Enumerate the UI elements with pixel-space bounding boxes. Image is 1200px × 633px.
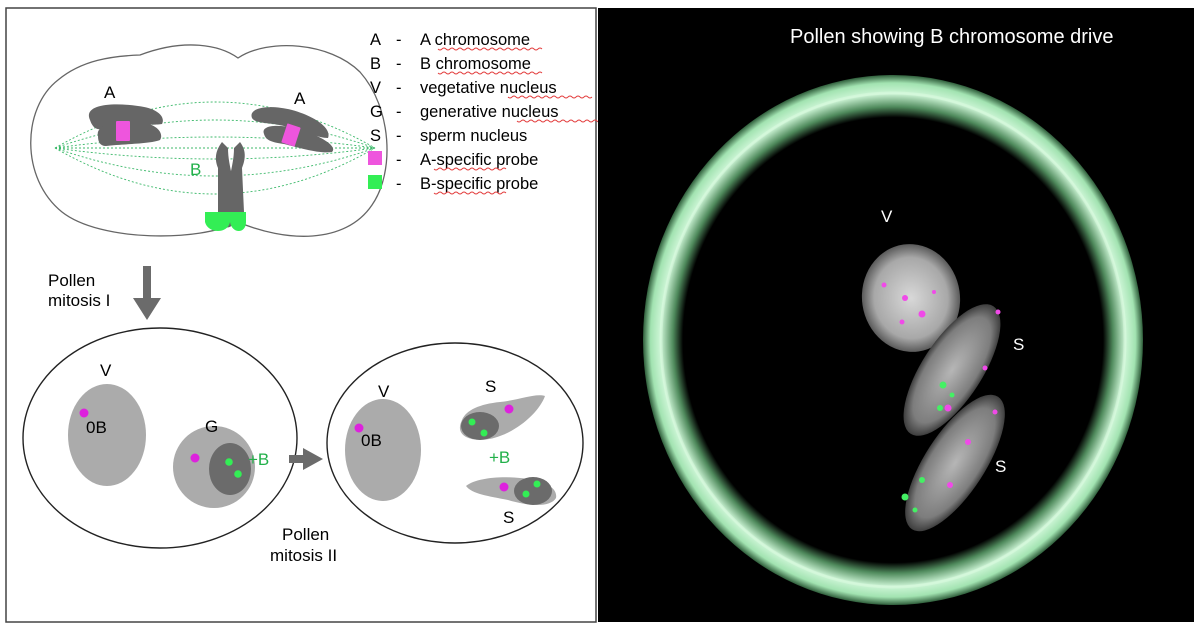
- legend-key: V: [370, 79, 381, 97]
- photo-label-v: V: [881, 207, 893, 226]
- a-probe-dot: [354, 423, 364, 433]
- metaphase-cell-outline: [30, 44, 388, 237]
- legend-dash: -: [396, 175, 402, 193]
- legend-key: B: [370, 55, 381, 73]
- mitosis-ii-line1: Pollen: [282, 525, 329, 544]
- vegetative-nucleus-fluorescence: [861, 244, 961, 352]
- a-probe-dot: [190, 453, 200, 463]
- legend-item-b: B - B chromosome: [370, 55, 531, 73]
- vegetative-label: V: [100, 361, 112, 380]
- b-probe-dot: [234, 470, 242, 478]
- legend-text: A chromosome: [420, 31, 530, 49]
- spellcheck-squiggles: [433, 47, 602, 195]
- legend-dash: -: [396, 103, 402, 121]
- legend-dash: -: [396, 79, 402, 97]
- legend-dash: -: [396, 127, 402, 145]
- a-probe-right: [281, 123, 301, 147]
- legend-text: A-specific probe: [420, 151, 538, 169]
- mitosis-ii-line2: mitosis II: [270, 546, 337, 565]
- pollen-wall-highlight: [659, 91, 1127, 589]
- mitosis-ii-step: Pollen mitosis II: [270, 448, 337, 565]
- sperm-label-bottom: S: [503, 508, 514, 527]
- b-probe-dot: [468, 418, 476, 426]
- sperm-nucleus-fluorescence-bottom: [905, 394, 1005, 532]
- a-chromosome-left: [88, 104, 163, 146]
- b-probe-dot: [522, 490, 530, 498]
- bicellular-pollen: V 0B G +B: [22, 327, 298, 549]
- sperm-label-top: S: [485, 377, 496, 396]
- legend-item-v: V - vegetative nucleus: [370, 79, 557, 97]
- legend-text: generative nucleus: [420, 103, 559, 121]
- legend-key: A: [370, 31, 381, 49]
- sperm-nucleus: [461, 412, 499, 440]
- a-chromosome-right: [251, 107, 334, 153]
- a-probe-dot: [499, 482, 509, 492]
- legend-key: G: [370, 103, 383, 121]
- generative-b-count: +B: [248, 450, 269, 469]
- legend-dash: -: [396, 151, 402, 169]
- legend-text: vegetative nucleus: [420, 79, 557, 97]
- a-probe-signals: [881, 282, 936, 325]
- vegetative-b-count: 0B: [86, 418, 107, 437]
- legend-text: sperm nucleus: [420, 127, 527, 145]
- vegetative-nucleus: [345, 399, 421, 501]
- legend-dash: -: [396, 31, 402, 49]
- sperm-nucleus: [514, 477, 552, 505]
- legend-item-b-probe: - B-specific probe: [368, 175, 538, 193]
- legend-item-s: S - sperm nucleus: [370, 127, 527, 145]
- down-arrow-icon: [133, 266, 161, 320]
- photo-label-s-bottom: S: [995, 457, 1006, 476]
- legend-text: B chromosome: [420, 55, 531, 73]
- vegetative-b-count: 0B: [361, 431, 382, 450]
- sperm-nucleus-fluorescence-top: [903, 304, 1001, 436]
- sperm-cell-top: [459, 395, 545, 440]
- label-a-left: A: [104, 83, 116, 102]
- mitosis-i-step: Pollen mitosis I: [48, 266, 161, 320]
- a-probe-left: [116, 121, 130, 141]
- micrograph-panel: Pollen showing B chromosome drive V S S: [598, 8, 1194, 622]
- b-probe-signals: [901, 381, 955, 513]
- vegetative-label: V: [378, 382, 390, 401]
- legend-item-a: A - A chromosome: [370, 31, 530, 49]
- b-probe-tip: [205, 212, 246, 218]
- b-chromosome: [205, 142, 246, 231]
- legend-dash: -: [396, 55, 402, 73]
- metaphase-cell: A A B: [30, 44, 388, 237]
- label-a-right: A: [294, 89, 306, 108]
- sperm-cell-bottom: [466, 477, 557, 505]
- photo-label-s-top: S: [1013, 335, 1024, 354]
- generative-nucleus: [209, 443, 251, 495]
- spindle-fibers: [54, 101, 376, 195]
- bicellular-cell-outline: [22, 327, 298, 549]
- legend-swatch-a-probe: [368, 151, 382, 165]
- mitosis-i-line1: Pollen: [48, 271, 95, 290]
- legend: A - A chromosome B - B chromosome V - ve…: [368, 31, 602, 195]
- tricellular-pollen: V 0B S +B S: [326, 342, 584, 544]
- a-probe-dot: [79, 408, 89, 418]
- legend-swatch-b-probe: [368, 175, 382, 189]
- right-arrow-icon: [289, 448, 323, 470]
- label-b: B: [190, 160, 201, 179]
- a-probe-dot: [504, 404, 514, 414]
- generative-label: G: [205, 417, 218, 436]
- photo-title: Pollen showing B chromosome drive: [790, 26, 1114, 48]
- vegetative-nucleus: [68, 384, 146, 486]
- sperm-b-count: +B: [489, 448, 510, 467]
- mitosis-i-line2: mitosis I: [48, 291, 110, 310]
- legend-text: B-specific probe: [420, 175, 538, 193]
- a-probe-signals-sperm: [944, 309, 1001, 488]
- b-probe-dot: [225, 458, 233, 466]
- b-probe-dot: [480, 429, 488, 437]
- b-probe-dot: [533, 480, 541, 488]
- legend-item-g: G - generative nucleus: [370, 103, 559, 121]
- legend-item-a-probe: - A-specific probe: [368, 151, 538, 169]
- legend-key: S: [370, 127, 381, 145]
